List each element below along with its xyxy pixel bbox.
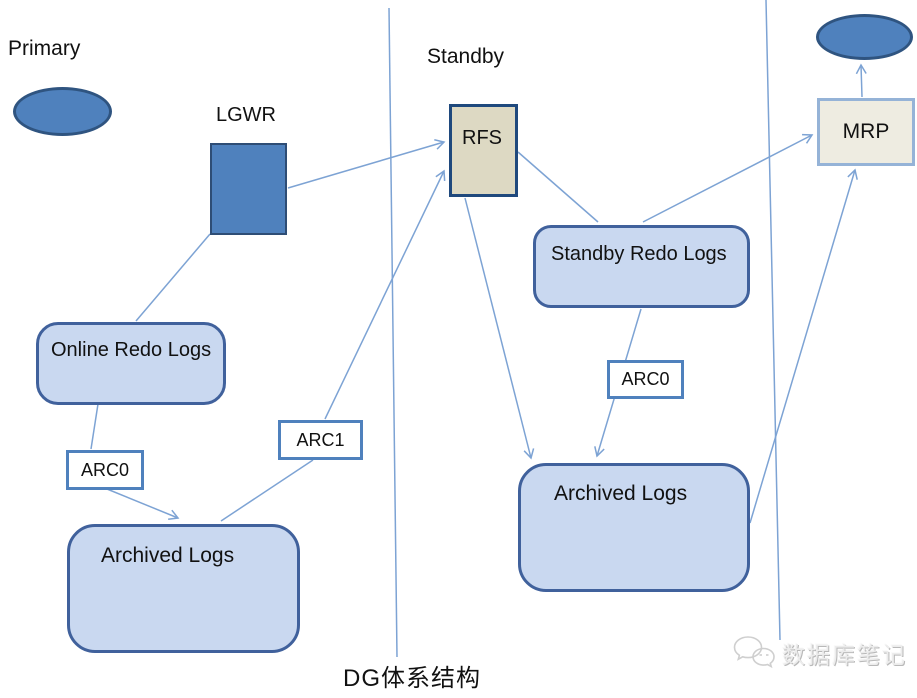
arc0-standby-box: ARC0 — [607, 360, 684, 399]
arc0-standby-label: ARC0 — [621, 369, 670, 389]
mrp-process-box: MRP — [817, 98, 915, 166]
watermark-text: 数据库笔记 — [782, 642, 907, 668]
connector-archived-logs-to-mrp — [749, 168, 858, 524]
archived-logs-primary-box: Archived Logs — [67, 524, 300, 653]
archived-logs-standby-label: Archived Logs — [554, 482, 688, 505]
connector-standby-redo-logs-to-mrp — [642, 133, 814, 223]
rfs-process-box: RFS — [449, 104, 518, 197]
online-redo-logs-box: Online Redo Logs — [36, 322, 226, 405]
standby-section-label: Standby — [427, 45, 505, 68]
connector-arc1-to-archived-logs-primary — [220, 459, 314, 522]
connector-rfs-to-standby-redo-logs — [517, 151, 599, 223]
connector-lgwr-to-rfs — [287, 139, 446, 189]
connector-rfs-to-archived-logs-standby — [464, 197, 535, 460]
primary-standby-divider-line — [388, 7, 398, 658]
standby-database-ellipse — [816, 14, 913, 60]
connector-arc1-to-rfs — [324, 169, 446, 420]
watermark: 数据库笔记 — [731, 633, 907, 673]
connector-online-redo-logs-to-arc0 — [90, 403, 99, 450]
arc0-primary-label: ARC0 — [80, 459, 129, 480]
standby-redo-logs-box: Standby Redo Logs — [533, 225, 750, 308]
lgwr-label: LGWR — [216, 104, 276, 126]
arc0-primary-box: ARC0 — [66, 450, 144, 490]
connector-arc0-to-archived-logs-primary — [106, 488, 180, 520]
arc1-primary-label: ARC1 — [296, 429, 345, 450]
primary-database-ellipse — [13, 87, 112, 136]
connector-lgwr-to-online-redo-logs — [135, 233, 211, 322]
standby-redo-logs-label: Standby Redo Logs — [551, 243, 727, 265]
connector-mrp-to-standby-database — [855, 63, 867, 98]
primary-section-label: Primary — [8, 37, 81, 60]
archived-logs-primary-label: Archived Logs — [101, 544, 235, 567]
rfs-label: RFS — [462, 127, 502, 149]
arc1-primary-box: ARC1 — [278, 420, 363, 460]
standby-mrp-divider-line — [765, 0, 781, 641]
lgwr-process-box — [210, 143, 287, 235]
chat-bubbles-icon — [733, 636, 775, 669]
diagram-caption: DG体系结构 — [343, 665, 481, 692]
mrp-label: MRP — [842, 120, 890, 143]
online-redo-logs-label: Online Redo Logs — [51, 339, 212, 361]
archived-logs-standby-box: Archived Logs — [518, 463, 750, 592]
